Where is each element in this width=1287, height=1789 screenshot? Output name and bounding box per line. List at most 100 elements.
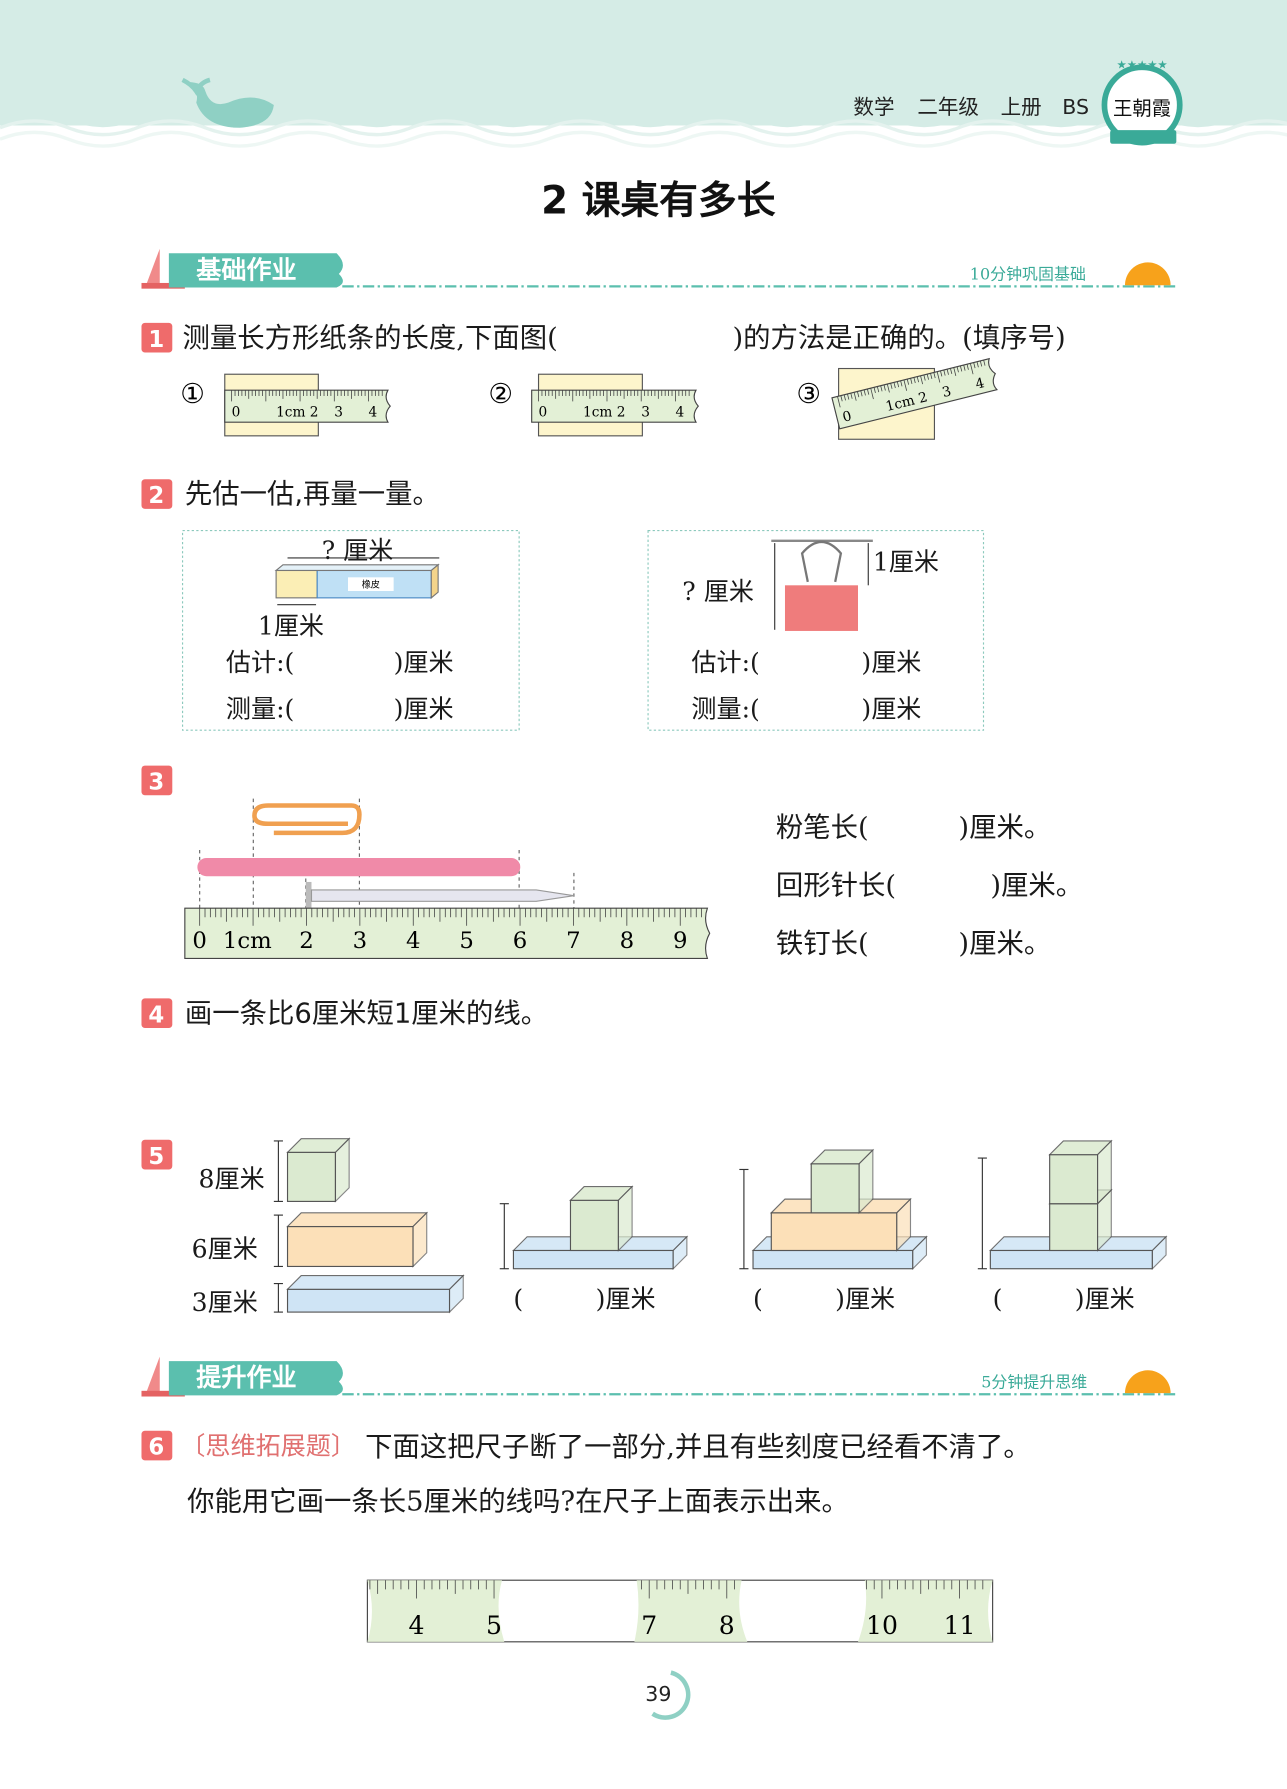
ruler-tick — [956, 366, 959, 373]
question-6: 6 〔思维拓展题〕 下面这把尺子断了一部分,并且有些刻度已经看不清了。 你能用它… — [141, 1430, 1031, 1643]
ruler-tick — [940, 370, 943, 377]
ruler-tick — [880, 385, 883, 392]
ruler-label: 1cm 2 — [276, 404, 318, 420]
ruler-tick — [853, 392, 857, 401]
ruler-tick — [870, 388, 874, 400]
block — [1048, 1139, 1113, 1206]
question-text: 先估一估,再量一量。 — [185, 479, 440, 510]
question-tag: 〔思维拓展题〕 — [180, 1432, 356, 1461]
ruler-tick — [843, 394, 846, 401]
ruler-label: 0 — [232, 404, 241, 420]
nail — [305, 881, 574, 910]
ruler-label: 2 — [299, 928, 314, 954]
ruler-tick — [900, 380, 903, 387]
ruler-label: 11 — [944, 1611, 976, 1640]
figure-option-1: 0 1cm 2 3 4 — [224, 373, 391, 437]
svg-text:? 厘米: ? 厘米 — [682, 577, 754, 606]
ruler-tick — [840, 395, 843, 402]
ruler-tick — [920, 375, 924, 385]
page-number: 39 — [645, 1670, 691, 1720]
svg-text:橡皮: 橡皮 — [362, 579, 380, 591]
question-4: 4 画一条比6厘米短1厘米的线。 — [141, 998, 548, 1029]
ruler-tick — [933, 372, 936, 379]
svg-text:估计:(: 估计:( — [226, 648, 294, 677]
ruler-tick — [863, 389, 866, 396]
ruler-tick — [976, 361, 979, 368]
ruler-label: 8 — [620, 928, 635, 954]
ruler-tick — [936, 371, 941, 383]
svg-text:4: 4 — [148, 1002, 164, 1028]
ruler-tick — [883, 384, 886, 391]
svg-text:)厘米: )厘米 — [1075, 1285, 1135, 1314]
ruler-tick — [930, 373, 933, 379]
svg-text:1厘米: 1厘米 — [873, 547, 939, 576]
svg-text:测量:(: 测量:( — [691, 695, 759, 724]
svg-text:)厘米: )厘米 — [861, 695, 921, 724]
ruler-label: 10 — [866, 1611, 898, 1640]
svg-text:③: ③ — [796, 379, 821, 410]
block — [286, 1211, 429, 1268]
svg-text:1: 1 — [148, 327, 164, 353]
whale-icon — [181, 77, 274, 128]
publisher-logo: 王朝霞 ★★★★★ — [1101, 59, 1183, 146]
ruler-label: 9 — [673, 928, 688, 954]
eraser-box — [181, 529, 520, 731]
svg-text:(: ( — [993, 1285, 1003, 1314]
svg-text:6: 6 — [148, 1435, 164, 1461]
ruler-label: 0 — [539, 404, 548, 420]
ruler-tick — [979, 360, 983, 367]
block — [569, 1185, 634, 1252]
block — [286, 1137, 351, 1203]
ruler-tick — [983, 359, 986, 366]
ruler-tick — [953, 367, 957, 376]
ruler-label: 3 — [334, 404, 343, 420]
ruler-tick — [847, 393, 850, 400]
block — [809, 1148, 875, 1215]
ruler-tick — [966, 364, 969, 370]
svg-text:★★★★★: ★★★★★ — [1117, 59, 1168, 71]
section-banner-advanced: 提升作业 5分钟提升思维 — [141, 1356, 1176, 1397]
ruler-label: 8 — [719, 1611, 735, 1640]
paperclip — [252, 803, 362, 836]
svg-text:)厘米: )厘米 — [394, 695, 454, 724]
ruler-tick — [890, 383, 893, 389]
ruler-label: 3 — [641, 404, 650, 420]
ruler-label: 0 — [841, 408, 853, 426]
ruler-tick — [916, 376, 919, 383]
svg-text:2: 2 — [148, 483, 164, 509]
svg-text:(: ( — [513, 1285, 523, 1314]
ruler-tick — [913, 377, 916, 384]
svg-text:)厘米。: )厘米。 — [990, 871, 1083, 902]
question-5: 5 8厘米 6厘米 3厘米 ( )厘米 ( )厘米 ( )厘米 — [141, 1137, 1168, 1317]
ruler-label: 4 — [369, 404, 378, 420]
ruler-tick — [910, 378, 913, 384]
ruler-tick — [873, 387, 876, 394]
svg-text:)厘米: )厘米 — [596, 1285, 656, 1314]
question-text: )的方法是正确的。(填序号) — [732, 323, 1065, 354]
ruler-tick — [857, 391, 860, 398]
svg-text:铁钉长(: 铁钉长( — [776, 929, 869, 960]
section-label: 提升作业 — [196, 1363, 296, 1392]
ruler-tick — [903, 379, 908, 391]
section-note: 5分钟提升思维 — [981, 1372, 1087, 1391]
svg-text:3厘米: 3厘米 — [192, 1288, 258, 1317]
ruler-label: 5 — [459, 928, 474, 954]
svg-text:3: 3 — [148, 770, 164, 796]
ruler-tick — [973, 362, 976, 369]
ruler-tick — [943, 369, 946, 376]
ruler-label: 4 — [408, 1611, 424, 1640]
ruler-label: 1cm — [223, 928, 272, 954]
ruler-label: 7 — [641, 1611, 657, 1640]
clip-box — [647, 529, 985, 731]
svg-text:39: 39 — [645, 1682, 671, 1706]
question-text: 测量长方形纸条的长度,下面图( — [183, 323, 558, 354]
header-volume: 上册 — [1001, 95, 1042, 119]
ruler-tick — [837, 396, 841, 408]
ruler-label: 1cm 2 — [583, 404, 625, 420]
svg-text:估计:(: 估计:( — [691, 648, 759, 677]
